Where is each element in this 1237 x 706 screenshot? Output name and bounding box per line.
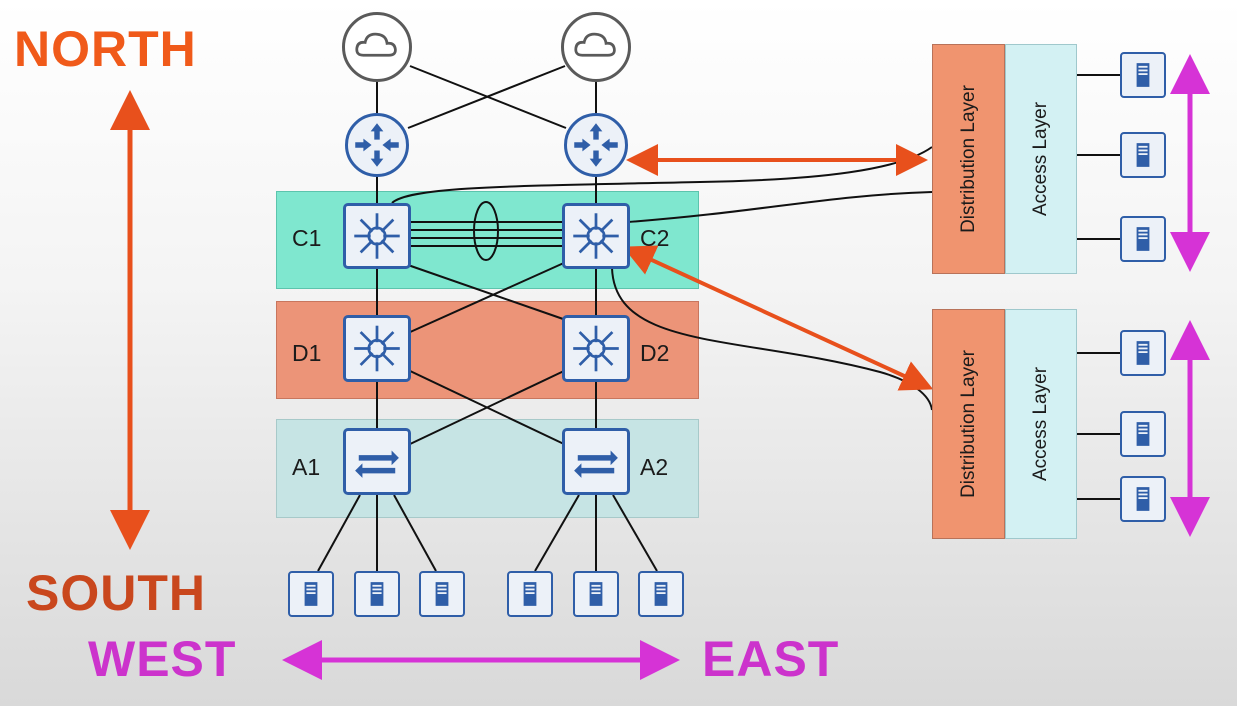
router-icon <box>345 113 409 177</box>
switch-a1-icon <box>343 428 411 495</box>
pod-access-layer: Access Layer <box>1005 309 1077 539</box>
south-label: SOUTH <box>26 565 206 621</box>
server-icon <box>419 571 465 617</box>
internet-cloud-icon <box>342 12 412 82</box>
multilayer-switch-c1-icon <box>343 203 411 269</box>
multilayer-switch-d2-icon <box>562 315 630 382</box>
server-icon <box>1120 476 1166 522</box>
distribution-layer-label: Distribution Layer <box>957 85 979 233</box>
server-icon <box>1120 132 1166 178</box>
server-icon <box>573 571 619 617</box>
server-icon <box>1120 330 1166 376</box>
c1-label: C1 <box>292 225 322 251</box>
server-icon <box>638 571 684 617</box>
distribution-layer-label: Distribution Layer <box>957 350 979 498</box>
internet-cloud-icon <box>561 12 631 82</box>
pod-distribution-layer: Distribution Layer <box>932 309 1005 539</box>
east-label: EAST <box>702 631 840 687</box>
multilayer-switch-c2-icon <box>562 203 630 269</box>
access-layer-label: Access Layer <box>1030 366 1051 482</box>
access-layer-label: Access Layer <box>1030 101 1051 217</box>
router-icon <box>564 113 628 177</box>
server-icon <box>1120 216 1166 262</box>
multilayer-switch-d1-icon <box>343 315 411 382</box>
a1-label: A1 <box>292 454 321 480</box>
d1-label: D1 <box>292 340 322 366</box>
server-icon <box>354 571 400 617</box>
server-icon <box>507 571 553 617</box>
pod-top: Distribution Layer Access Layer <box>932 44 1077 274</box>
a2-label: A2 <box>640 454 669 480</box>
west-label: WEST <box>88 631 237 687</box>
pod-access-layer: Access Layer <box>1005 44 1077 274</box>
pod-bottom: Distribution Layer Access Layer <box>932 309 1077 539</box>
server-icon <box>1120 52 1166 98</box>
pod-distribution-layer: Distribution Layer <box>932 44 1005 274</box>
north-label: NORTH <box>14 21 197 77</box>
d2-label: D2 <box>640 340 670 366</box>
c2-label: C2 <box>640 225 670 251</box>
server-icon <box>288 571 334 617</box>
switch-a2-icon <box>562 428 630 495</box>
server-icon <box>1120 411 1166 457</box>
